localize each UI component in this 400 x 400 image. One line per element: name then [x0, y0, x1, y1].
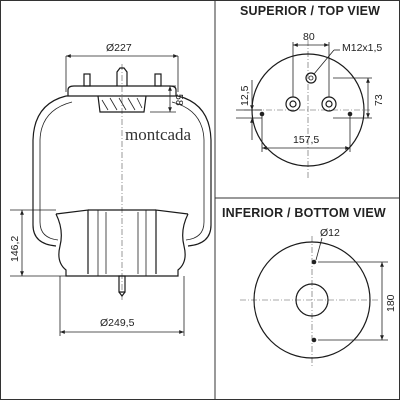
- dim-spacing-label: 180: [385, 294, 397, 312]
- dim-top-width-label: Ø227: [106, 42, 132, 54]
- top-stud-left: [259, 111, 265, 117]
- side-view: montcada Ø227 58 146,2 Ø249,5: [9, 42, 212, 336]
- bellows-inner: [39, 101, 205, 241]
- dim-offset-label: 12,5: [239, 85, 251, 106]
- bottom-center-hole: [295, 283, 329, 317]
- piston: [55, 209, 189, 297]
- top-stud-right: [347, 111, 353, 117]
- dim-height: 146,2: [9, 209, 66, 277]
- dim-top-height-label: 58: [173, 94, 185, 106]
- top-view: SUPERIOR / TOP VIEW 80: [236, 4, 385, 180]
- dim-top-width: Ø227: [65, 42, 179, 92]
- dim-top-width-157: 157,5: [261, 116, 351, 152]
- dim-hole: Ø12: [315, 227, 340, 261]
- dim-bottom-width-label: Ø249,5: [100, 317, 135, 329]
- dim-hole-label: Ø12: [320, 227, 340, 239]
- dim-top-height-73-label: 73: [373, 94, 385, 106]
- bottom-view-title: INFERIOR / BOTTOM VIEW: [222, 206, 386, 220]
- brand-label: montcada: [125, 125, 192, 144]
- dim-spacing: 180: [318, 261, 397, 341]
- bottom-hole-top: [311, 259, 317, 265]
- dim-top-height-73: 73: [333, 77, 385, 119]
- bottom-hole-bottom: [311, 337, 317, 343]
- dim-bolt-spacing: 80: [292, 31, 330, 97]
- dim-height-label: 146,2: [9, 236, 21, 262]
- dim-top-width-157-label: 157,5: [293, 134, 319, 146]
- dim-top-height: 58: [150, 85, 185, 113]
- dim-thread: M12x1,5: [313, 42, 382, 75]
- bottom-plate-circle: [253, 241, 371, 359]
- bellows-outline: [32, 95, 212, 247]
- top-bolt-right: [321, 96, 337, 112]
- dim-bottom-width: Ø249,5: [59, 276, 185, 336]
- dim-bolt-spacing-label: 80: [303, 31, 315, 43]
- top-bead: [97, 95, 147, 113]
- bottom-view: INFERIOR / BOTTOM VIEW Ø12 180: [222, 206, 397, 368]
- dim-offset: 12,5: [236, 80, 262, 140]
- top-air-fitting: [305, 72, 317, 84]
- top-view-title: SUPERIOR / TOP VIEW: [240, 4, 380, 18]
- top-plate: [66, 67, 178, 97]
- dim-thread-label: M12x1,5: [342, 42, 382, 54]
- top-bolt-left: [285, 96, 301, 112]
